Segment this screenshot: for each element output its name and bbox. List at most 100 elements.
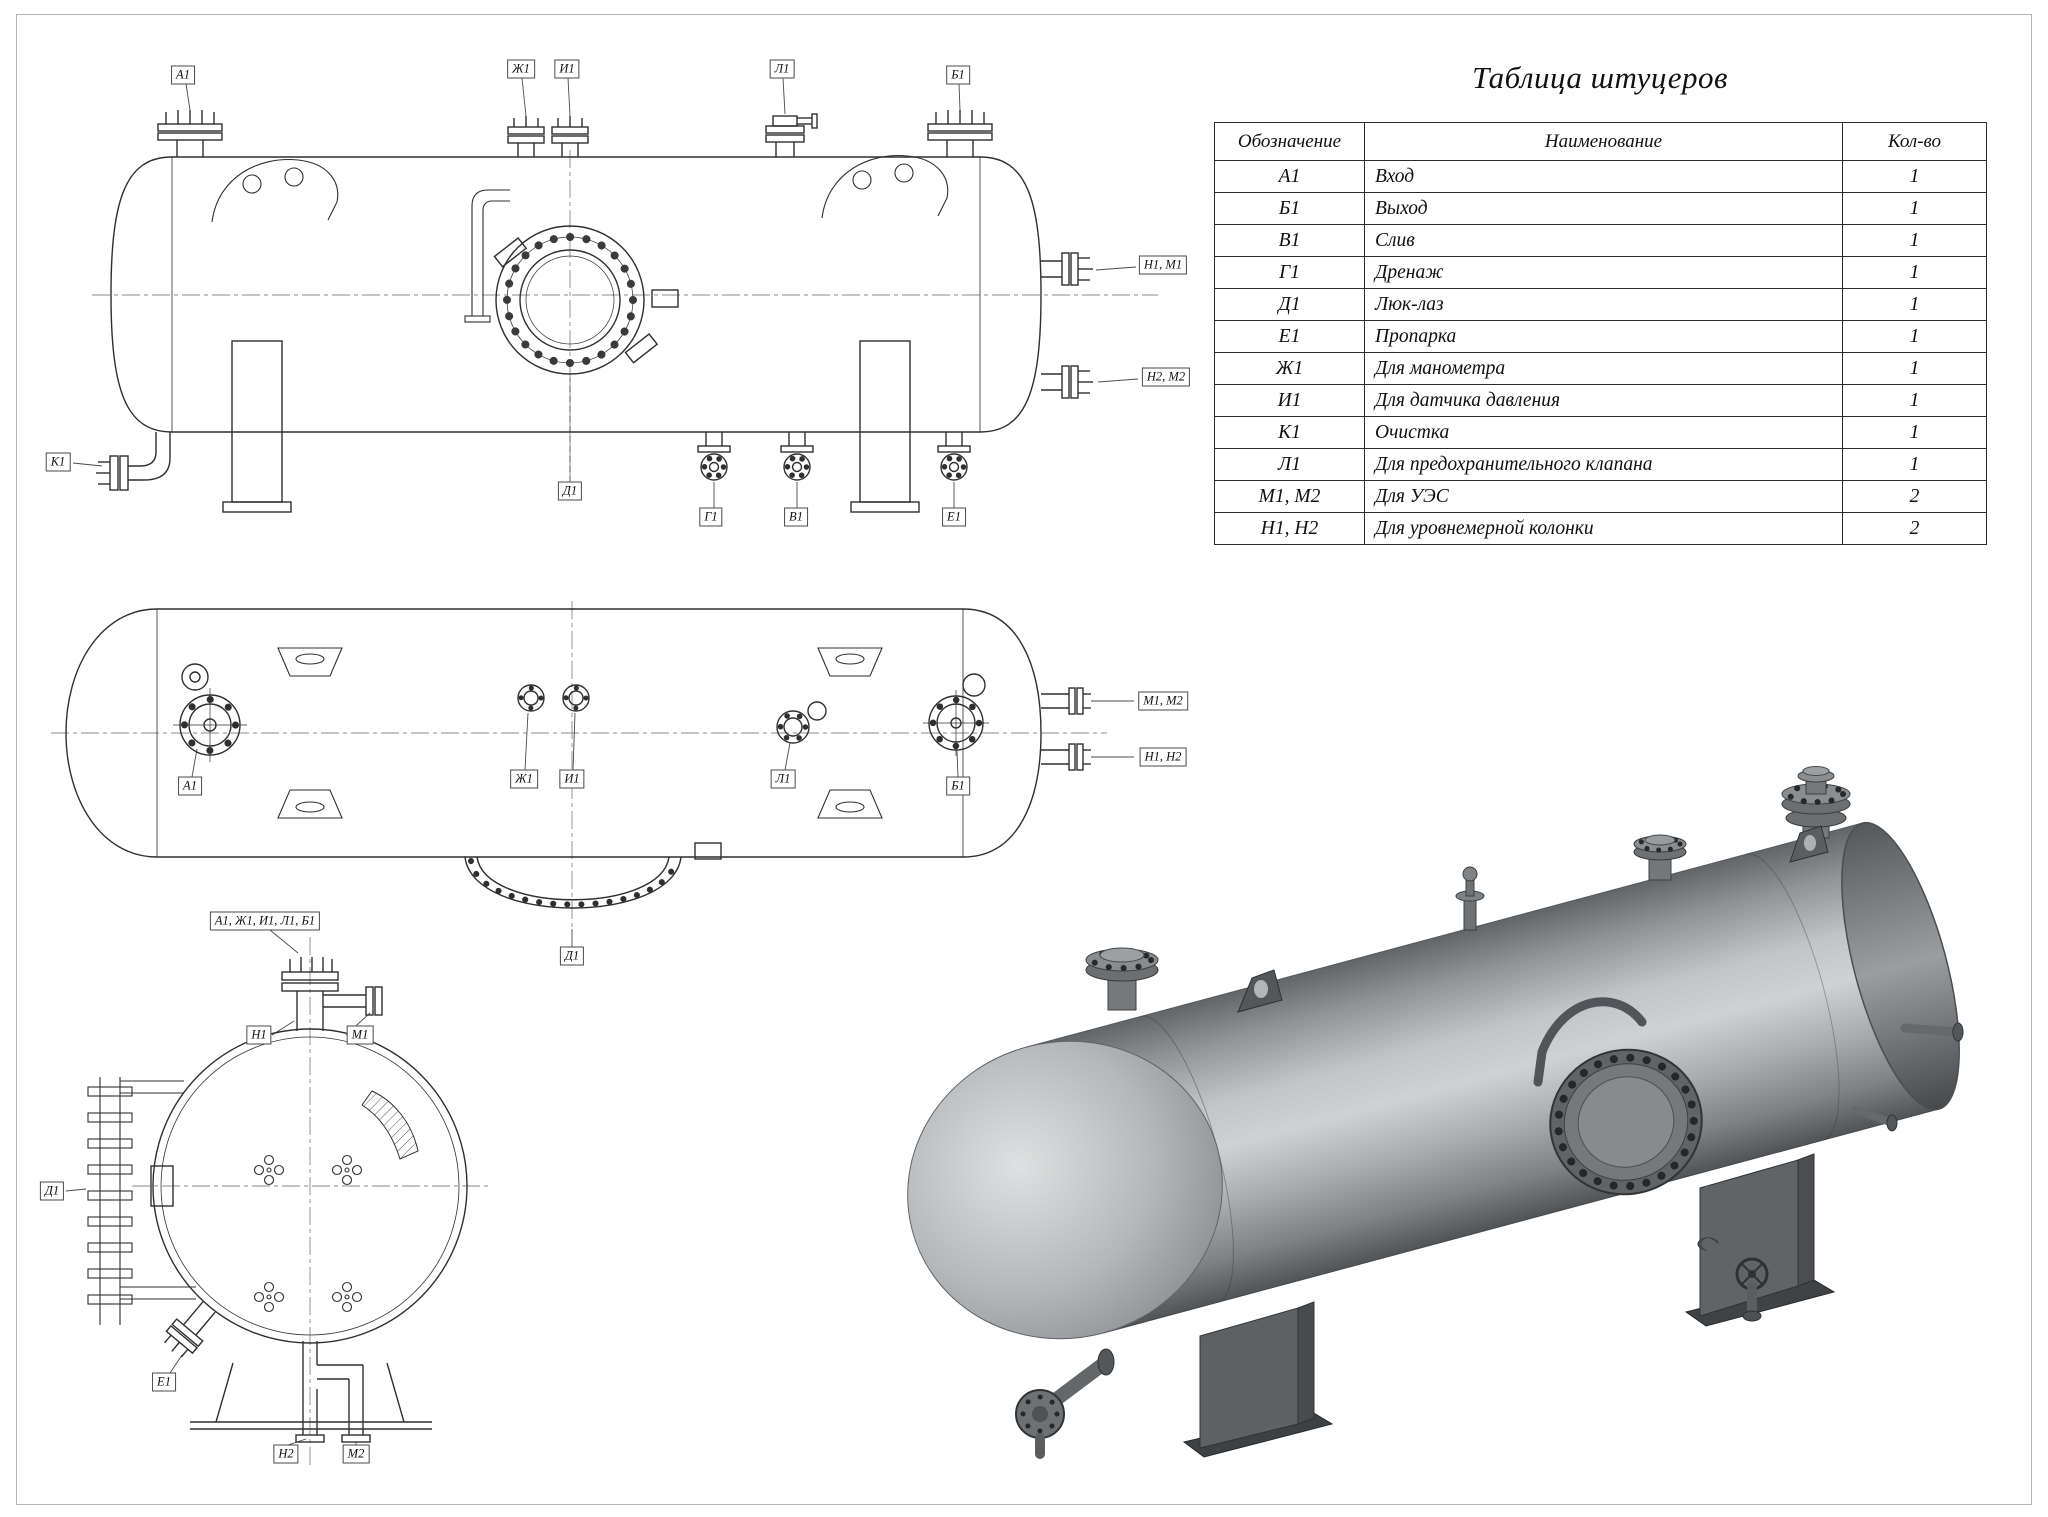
end-callout-cluster: А1, Ж1, И1, Л1, Б1 [209, 911, 321, 931]
side-nozzle-k1 [96, 432, 171, 491]
cell-qty: 1 [1842, 256, 1987, 289]
iso-lifting-lug-rear [1789, 825, 1829, 863]
end-bolt-groups [253, 1154, 363, 1313]
side-callout-d1: Д1 [557, 481, 583, 501]
side-callout-g1: Г1 [699, 507, 723, 527]
top-view: А1 Ж1 И1 Л1 Б1 М1, М2 Н1, Н2 Д1 [45, 585, 1215, 1005]
cell-name: Для уровнемерной колонки [1364, 512, 1843, 545]
cell-code: Б1 [1214, 192, 1365, 225]
end-manhole-stub [150, 1165, 174, 1207]
side-nozzle-v1 [780, 432, 814, 481]
cell-code: Г1 [1214, 256, 1365, 289]
iso-nozzle-l1 [1633, 834, 1687, 881]
side-manhole-flange [493, 225, 679, 375]
end-callout-m1: М1 [346, 1025, 374, 1045]
top-callout-d1: Д1 [559, 946, 585, 966]
side-internal-pipe [464, 189, 510, 323]
top-vessel-shell [65, 608, 1042, 858]
top-manhole-dome [464, 842, 722, 909]
end-callout-d1: Д1 [39, 1181, 65, 1201]
top-callout-i1: И1 [559, 769, 585, 789]
cell-code: Ж1 [1214, 352, 1365, 385]
cell-name: Выход [1364, 192, 1843, 225]
end-vessel-shell [152, 1028, 468, 1344]
top-callout-m1-m2: М1, М2 [1138, 691, 1188, 711]
side-nozzle-n1-m1 [1041, 252, 1093, 286]
header-name: Наименование [1364, 122, 1843, 161]
cell-code: И1 [1214, 384, 1365, 417]
cell-qty: 1 [1842, 192, 1987, 225]
side-nozzle-a1 [157, 110, 223, 157]
cell-code: А1 [1214, 160, 1365, 193]
iso-manhole-davit-pipe [1533, 997, 1647, 1087]
side-nozzle-n2-m2 [1041, 365, 1093, 399]
sheet-border [16, 14, 2032, 1505]
iso-end-cap-nozzles [1851, 1022, 1964, 1132]
cell-qty: 2 [1842, 512, 1987, 545]
cell-name: Дренаж [1364, 256, 1843, 289]
cell-qty: 1 [1842, 320, 1987, 353]
side-lifting-lugs [211, 154, 949, 223]
side-callout-a1: А1 [171, 65, 195, 85]
end-bottom-piping [295, 1341, 371, 1443]
end-support-baseline [190, 1362, 432, 1430]
cell-qty: 1 [1842, 416, 1987, 449]
top-callout-zh1: Ж1 [510, 769, 538, 789]
iso-saddle-right [1684, 1153, 1836, 1327]
cell-code: К1 [1214, 416, 1365, 449]
end-hatched-pad [361, 1090, 419, 1160]
side-nozzle-l1 [765, 113, 818, 157]
end-callout-n2: Н2 [273, 1444, 299, 1464]
side-callout-v1: В1 [784, 507, 808, 527]
iso-saddle-left [1182, 1301, 1334, 1458]
top-lifting-lugs [277, 647, 883, 819]
cell-qty: 1 [1842, 224, 1987, 257]
side-view: А1 Ж1 И1 Л1 Б1 Н1, М1 Н2, М2 К1 Д1 Г1 В1… [40, 50, 1210, 570]
side-saddle-supports [222, 340, 920, 513]
iso-3d-view [900, 730, 2030, 1500]
end-callout-e1: Е1 [152, 1372, 176, 1392]
cell-name: Для предохранительного клапана [1364, 448, 1843, 481]
iso-manhole-flange [1549, 1048, 1703, 1196]
side-callout-b1: Б1 [946, 65, 970, 85]
side-centerlines [92, 150, 1158, 480]
cell-qty: 1 [1842, 160, 1987, 193]
cell-qty: 2 [1842, 480, 1987, 513]
top-callout-n1-n2: Н1, Н2 [1139, 747, 1187, 767]
cell-name: Люк-лаз [1364, 288, 1843, 321]
side-vessel-shell [110, 156, 1042, 433]
side-callout-zh1: Ж1 [507, 59, 535, 79]
cell-name: Для датчика давления [1364, 384, 1843, 417]
side-leader-lines [72, 77, 1139, 508]
iso-vessel-body [907, 821, 1960, 1340]
side-callout-n2-m2: Н2, М2 [1141, 367, 1191, 387]
iso-nozzle-a1 [1085, 947, 1159, 1011]
side-callout-l1: Л1 [769, 59, 795, 79]
cell-qty: 1 [1842, 384, 1987, 417]
cell-name: Слив [1364, 224, 1843, 257]
cell-name: Пропарка [1364, 320, 1843, 353]
cell-code: Д1 [1214, 288, 1365, 321]
cell-qty: 1 [1842, 448, 1987, 481]
cell-code: Л1 [1214, 448, 1365, 481]
table-header-row: Обозначение Наименование Кол-во [1214, 122, 1987, 161]
end-centerlines [132, 937, 488, 1467]
top-callout-a1: А1 [178, 776, 202, 796]
cell-code: Е1 [1214, 320, 1365, 353]
iso-front-drain-piping [1015, 1348, 1115, 1459]
cell-code: В1 [1214, 224, 1365, 257]
side-callout-n1-m1: Н1, М1 [1138, 255, 1188, 275]
top-nozzle-m1-m2 [1041, 687, 1091, 715]
cell-name: Очистка [1364, 416, 1843, 449]
cell-code: М1, М2 [1214, 480, 1365, 513]
